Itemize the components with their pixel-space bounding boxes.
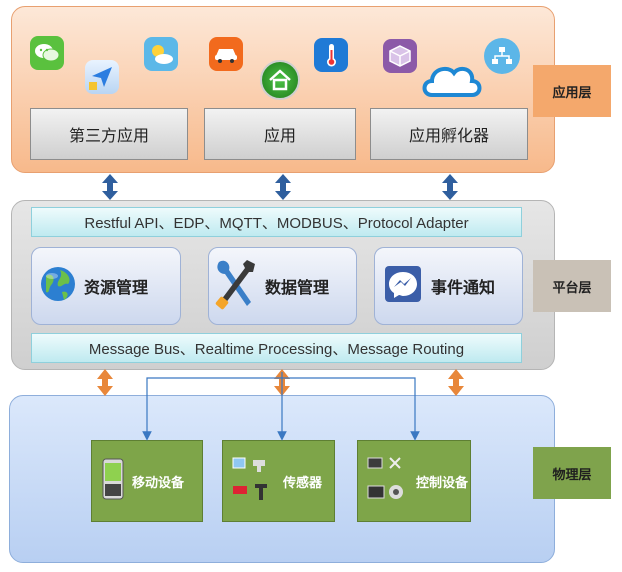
- routing-lines: [142, 372, 420, 441]
- event-notification-module: 事件通知: [374, 247, 523, 325]
- message-bus-bar: Message Bus、Realtime Processing、Message …: [31, 333, 522, 363]
- app-layer-tag: 应用层: [533, 65, 611, 117]
- app-incubator-box: 应用孵化器: [370, 108, 528, 160]
- tools-icon: [213, 256, 255, 316]
- double-arrow-blue-3: [442, 174, 458, 200]
- sensor-label: 传感器: [283, 475, 323, 491]
- globe-icon: [38, 262, 78, 310]
- map-navigation-icon: [85, 60, 119, 94]
- thermometer-icon: [314, 38, 348, 72]
- double-arrow-orange-3: [448, 369, 464, 396]
- double-arrow-blue-1: [102, 174, 118, 200]
- control-device-label: 控制设备: [416, 475, 469, 491]
- event-notification-label: 事件通知: [431, 278, 496, 297]
- sensor-box: 传感器: [222, 440, 335, 522]
- data-management-label: 数据管理: [265, 278, 330, 297]
- weather-icon: [144, 37, 178, 71]
- resource-management-label: 资源管理: [84, 278, 149, 297]
- cloud-icon: [420, 58, 482, 100]
- control-device-icon: [366, 454, 406, 508]
- wechat-icon: [30, 36, 64, 70]
- mobile-device-icon: [102, 458, 124, 504]
- home-icon: [260, 60, 300, 100]
- network-icon: [484, 38, 520, 74]
- double-arrow-orange-1: [97, 369, 113, 396]
- mobile-device-label: 移动设备: [132, 475, 185, 491]
- control-device-box: 控制设备: [357, 440, 471, 522]
- third-party-app-box: 第三方应用: [30, 108, 188, 160]
- physical-layer-tag: 物理层: [533, 447, 611, 499]
- messenger-icon: [383, 264, 423, 308]
- app-box: 应用: [204, 108, 356, 160]
- protocol-adapter-bar: Restful API、EDP、MQTT、MODBUS、Protocol Ada…: [31, 207, 522, 237]
- resource-management-module: 资源管理: [31, 247, 181, 325]
- data-management-module: 数据管理: [208, 247, 357, 325]
- platform-layer-tag: 平台层: [533, 260, 611, 312]
- double-arrow-blue-2: [275, 174, 291, 200]
- mobile-device-box: 移动设备: [91, 440, 203, 522]
- car-icon: [209, 37, 243, 71]
- sensor-icon: [231, 454, 271, 508]
- cube-icon: [383, 39, 417, 73]
